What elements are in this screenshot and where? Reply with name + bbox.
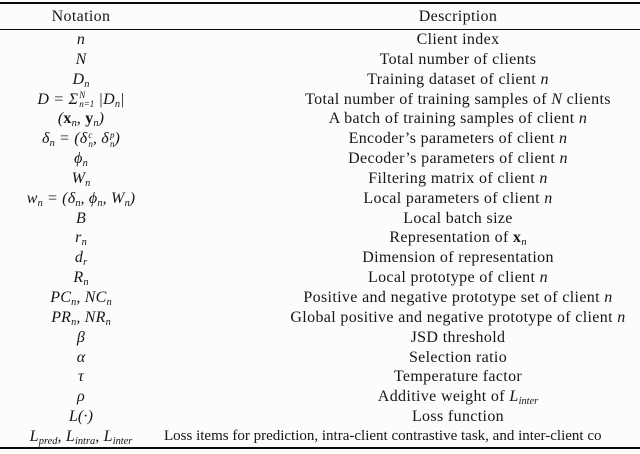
notation-cell: Lpred, Lintra, Linter [29,427,133,447]
table-row: Wn Filtering matrix of client n [0,169,640,189]
table-row: dr Dimension of representation [0,248,640,268]
description-cell: Local prototype of client n [367,269,549,287]
description-cell: Encoder’s parameters of client n [348,130,568,148]
column-header-notation: Notation [0,3,162,30]
column-header-description: Description [162,3,640,30]
table-row: Lpred, Lintra, Linter Loss items for pre… [0,427,640,448]
notation-cell: Rn [73,269,89,289]
description-cell: JSD threshold [410,328,506,346]
notation-cell: (xn, yn) [57,110,105,130]
table-row: B Local batch size [0,209,640,229]
table-row: α Selection ratio [0,348,640,368]
table-body: n Client index N Total number of clients… [0,30,640,448]
notation-cell: N [75,50,87,68]
description-cell: Local batch size [403,209,513,227]
notation-cell: dr [74,249,88,269]
notation-cell: L(·) [68,408,94,426]
table-header: Notation Description [0,3,640,30]
notation-cell: PCn, NCn [50,288,112,308]
description-cell: Training dataset of client n [367,70,549,88]
notation-cell: ρ [77,388,85,406]
description-cell: Additive weight of Linter [377,388,539,408]
description-cell: Client index [416,31,500,48]
description-cell: Selection ratio [408,348,508,366]
notation-cell: τ [78,368,84,386]
description-cell: Local parameters of client n [363,189,553,207]
notation-cell: Dn [72,70,90,90]
table-row: ϕn Decoder’s parameters of client n [0,149,640,169]
notation-cell: n [76,31,86,48]
notation-cell: rn [75,229,87,249]
notation-cell: Wn [71,169,91,189]
description-cell: Decoder’s parameters of client n [348,150,568,168]
description-cell: Total number of training samples of N cl… [305,90,611,108]
notation-cell: α [76,348,86,366]
table-row: L(·) Loss function [0,407,640,427]
description-cell: Filtering matrix of client n [368,169,548,187]
description-cell: Total number of clients [379,50,537,68]
header-row: Notation Description [0,3,640,30]
table-row: PCn, NCn Positive and negative prototype… [0,288,640,308]
description-cell: Representation of xn [389,229,527,249]
table-row: PRn, NRn Global positive and negative pr… [0,308,640,328]
table-row: wn = (δn, ϕn, Wn) Local parameters of cl… [0,189,640,209]
notation-cell: β [76,328,86,346]
description-cell: Loss function [411,408,505,426]
table-row: τ Temperature factor [0,367,640,387]
description-cell: Dimension of representation [362,249,554,267]
table-row: N Total number of clients [0,50,640,70]
table-row: ρ Additive weight of Linter [0,387,640,407]
description-cell: Temperature factor [393,368,523,386]
description-cell: Positive and negative prototype set of c… [303,288,613,306]
table-row: β JSD threshold [0,328,640,348]
table-row: Rn Local prototype of client n [0,268,640,288]
notation-cell: ϕn [74,150,88,169]
description-cell: Loss items for prediction, intra-client … [164,427,602,444]
description-cell: A batch of training samples of client n [328,110,588,128]
notation-cell: wn = (δn, ϕn, Wn) [26,189,136,209]
table-row: (xn, yn) A batch of training samples of … [0,109,640,129]
notation-cell: PRn, NRn [51,308,111,328]
table-row: n Client index [0,30,640,50]
description-cell: Global positive and negative prototype o… [290,308,626,326]
table-row: Dn Training dataset of client n [0,70,640,90]
notation-cell: B [76,209,86,227]
table-row: rn Representation of xn [0,228,640,248]
